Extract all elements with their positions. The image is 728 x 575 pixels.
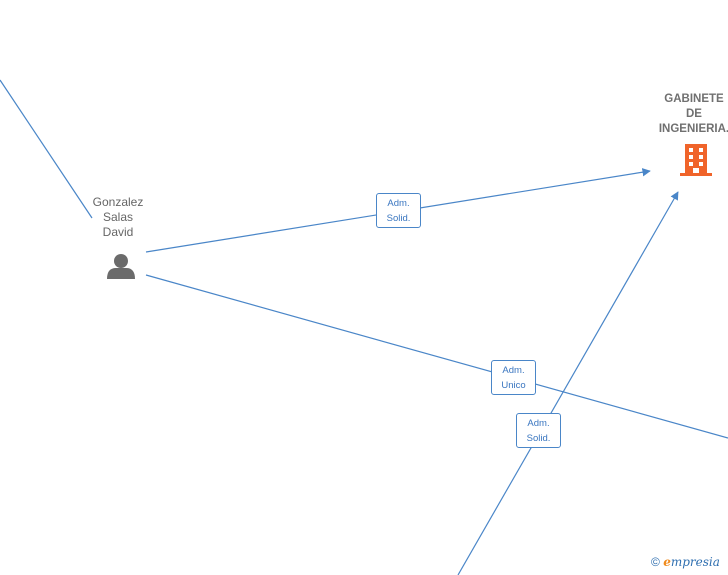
company-name-line-3: INGENIERIA.	[658, 123, 728, 135]
brand-initial: e	[663, 555, 671, 569]
building-icon	[680, 144, 712, 176]
brand-name: mpresia	[670, 555, 720, 569]
edge-label-line: Unico	[501, 380, 526, 391]
edge-line-person-to-right	[145, 274, 728, 439]
person-icon	[107, 254, 135, 279]
copyright-symbol: ©	[651, 555, 660, 569]
person-name-line-1: Gonzalez	[92, 195, 144, 209]
edge-line-bottom-to-company	[457, 191, 679, 575]
edge-label-adm-solid-2[interactable]: Adm. Solid.	[516, 413, 561, 448]
company-name-line-1: GABINETE	[664, 93, 724, 105]
company-name[interactable]: GABINETE DE INGENIERIA.	[646, 92, 728, 137]
person-name-line-3: David	[102, 225, 134, 239]
person-name[interactable]: Gonzalez Salas David	[80, 195, 156, 240]
edge-label-line: Adm.	[502, 365, 525, 376]
person-name-line-2: Salas	[102, 210, 134, 224]
company-name-line-2: DE	[686, 108, 702, 120]
edge-label-line: Solid.	[386, 213, 411, 224]
edge-label-line: Adm.	[387, 198, 410, 209]
empresia-watermark: © empresia	[651, 555, 720, 569]
edge-label-adm-solid-1[interactable]: Adm. Solid.	[376, 193, 421, 228]
edge-label-line: Solid.	[526, 433, 551, 444]
edge-label-line: Adm.	[527, 418, 550, 429]
edge-label-adm-unico[interactable]: Adm. Unico	[491, 360, 536, 395]
edge-line-top-left	[0, 79, 93, 219]
